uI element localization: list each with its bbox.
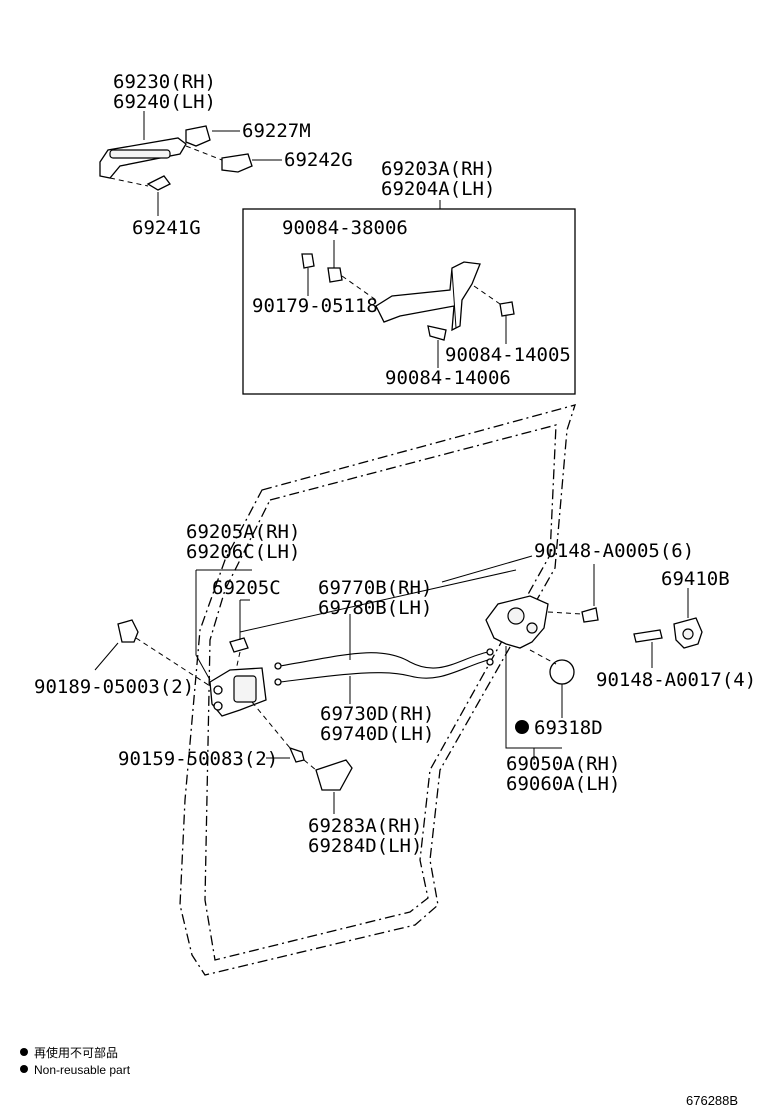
label-90189-05003: 90189-05003(2) [34,676,194,698]
handle-cap [185,125,211,147]
lock-screw [581,607,599,623]
legend-bullet-2 [20,1065,28,1073]
label-69318D: 69318D [534,717,603,739]
striker-group [633,588,703,668]
label-90159-50083: 90159-50083(2) [118,748,278,770]
frame-box [242,200,576,395]
nut-b [301,253,315,269]
label-90084-38006: 90084-38006 [282,217,408,239]
label-90084-14005: 90084-14005 [445,344,571,366]
frame-bracket [375,261,481,332]
label-69205C: 69205C [212,577,281,599]
label-69203A: 69203A(RH) [381,158,495,180]
handle-pad-rear [221,153,253,173]
clip-90189 [117,619,139,643]
legend-english: Non-reusable part [34,1063,131,1077]
label-90084-14006: 90084-14006 [385,367,511,389]
lock-cover [549,659,575,685]
legend-bullet-1 [20,1048,28,1056]
cables [239,569,517,704]
label-69227M: 69227M [242,120,311,142]
label-69780B: 69780B(LH) [318,597,432,619]
label-90148-A0005: 90148-A0005(6) [534,540,694,562]
outside-handle-group [99,111,282,216]
label-69230: 69230(RH) [113,71,216,93]
bolt-a [499,301,515,317]
label-69050A: 69050A(RH) [506,753,620,775]
label-69204A: 69204A(LH) [381,178,495,200]
label-69241G: 69241G [132,217,201,239]
label-90148-A0017: 90148-A0017(4) [596,669,756,691]
rod-clip [229,637,249,653]
label-69740D: 69740D(LH) [320,723,434,745]
label-69730D: 69730D(RH) [320,703,434,725]
handle-bezel [315,759,353,791]
label-69240: 69240(LH) [113,91,216,113]
nut-a [327,267,343,283]
label-69242G: 69242G [284,149,353,171]
door-outline [179,404,576,976]
label-69283A: 69283A(RH) [308,815,422,837]
screw-90159 [288,746,305,763]
label-69284D: 69284D(LH) [308,835,422,857]
label-69060A: 69060A(LH) [506,773,620,795]
legend: 再使用不可部品 Non-reusable part [20,1045,131,1077]
bolt-b [427,325,447,341]
striker-screw [633,629,663,643]
handle-pad-front [146,175,171,191]
non-reusable-marker [515,720,529,734]
legend-japanese: 再使用不可部品 [34,1045,118,1060]
diagram-code: 676288B [686,1093,738,1108]
label-69410B: 69410B [661,568,730,590]
door-lock-group [441,555,599,760]
label-69205A: 69205A(RH) [186,521,300,543]
inside-handle-group [94,569,353,814]
label-69770B: 69770B(RH) [318,577,432,599]
label-90179-05118: 90179-05118 [252,295,378,317]
label-69206C: 69206C(LH) [186,541,300,563]
